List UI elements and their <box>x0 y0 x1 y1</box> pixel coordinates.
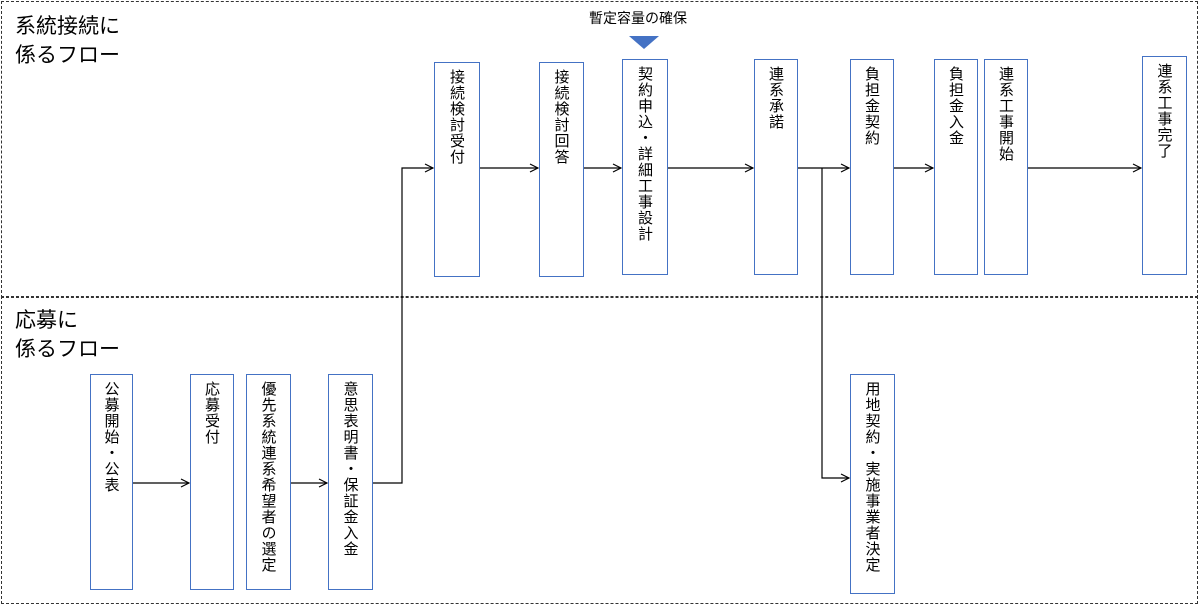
reception-box: 接続検討受付 <box>434 62 480 277</box>
work-complete-label: 連系工事完了 <box>1155 63 1174 159</box>
approval-label: 連系承諾 <box>767 66 785 130</box>
arrow-intent-reception <box>373 168 433 484</box>
intent-box: 意思表明書・保証金入金 <box>328 374 373 590</box>
announcement-label: 公募開始・公表 <box>102 381 121 493</box>
land-contract-label: 用地契約・実施事業者決定 <box>863 381 882 573</box>
burden-payment-box: 負担金入金 <box>934 59 978 275</box>
answer-box: 接続検討回答 <box>539 62 584 277</box>
acceptance-box: 応募受付 <box>190 374 234 590</box>
burden-contract-label: 負担金契約 <box>863 66 881 146</box>
provisional-capacity-marker <box>629 36 659 49</box>
work-start-label: 連系工事開始 <box>997 66 1015 162</box>
application-section <box>1 296 1198 604</box>
land-contract-box: 用地契約・実施事業者決定 <box>850 374 895 594</box>
arrow-approval-land <box>821 168 849 478</box>
intent-label: 意思表明書・保証金入金 <box>341 381 360 557</box>
selection-label: 優先系統連系希望者の選定 <box>259 381 278 573</box>
application-section-title: 応募に 係るフロー <box>15 308 120 361</box>
announcement-box: 公募開始・公表 <box>90 374 133 590</box>
provisional-capacity-label: 暫定容量の確保 <box>589 11 687 27</box>
grid-connection-section <box>1 1 1198 298</box>
burden-payment-label: 負担金入金 <box>947 66 965 146</box>
contract-request-label: 契約申込・詳細工事設計 <box>636 66 654 242</box>
work-start-box: 連系工事開始 <box>984 59 1028 275</box>
burden-contract-box: 負担金契約 <box>850 59 894 275</box>
contract-request-box: 契約申込・詳細工事設計 <box>622 59 668 275</box>
reception-label: 接続検討受付 <box>448 69 466 165</box>
approval-box: 連系承諾 <box>754 59 798 275</box>
answer-label: 接続検討回答 <box>552 69 571 165</box>
grid-section-title: 系統接続に 係るフロー <box>15 14 120 67</box>
work-complete-box: 連系工事完了 <box>1142 56 1187 275</box>
selection-box: 優先系統連系希望者の選定 <box>246 374 291 590</box>
acceptance-label: 応募受付 <box>203 381 221 445</box>
